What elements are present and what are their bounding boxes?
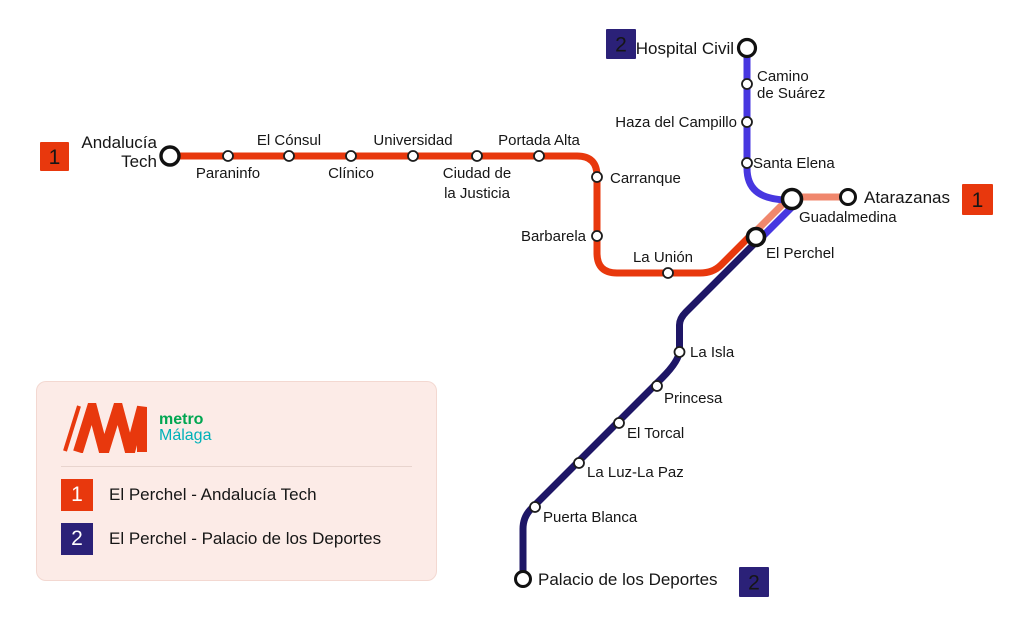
station-label-palacio-de-los-deportes: Palacio de los Deportes bbox=[538, 570, 718, 589]
station-label-haza-del-campillo: Haza del Campillo bbox=[615, 114, 737, 131]
station-label-guadalmedina: Guadalmedina bbox=[799, 209, 897, 226]
station-label-el-perchel: El Perchel bbox=[766, 245, 834, 262]
station-circle-carranque bbox=[591, 171, 603, 183]
station-circle-atarazanas bbox=[839, 188, 857, 206]
route-line1-main bbox=[170, 152, 756, 277]
station-label-carranque: Carranque bbox=[610, 170, 681, 187]
line2-badge: 2 bbox=[61, 523, 93, 555]
legend-panel: metro Málaga 1 El Perchel - Andalucía Te… bbox=[36, 381, 437, 581]
station-circle-paraninfo bbox=[222, 150, 234, 162]
line-1-badge-andalucia-tech-end: 1 bbox=[40, 142, 69, 171]
station-label-paraninfo: Paraninfo bbox=[196, 165, 260, 182]
route-line2-main bbox=[519, 237, 761, 579]
station-label-la-isla: La Isla bbox=[690, 344, 735, 361]
line1-badge: 1 bbox=[61, 479, 93, 511]
station-label-el-consul: El Cónsul bbox=[257, 132, 321, 149]
station-circle-haza-del-campillo bbox=[741, 116, 753, 128]
station-label-la-luz-la-paz: La Luz-La Paz bbox=[587, 464, 684, 481]
station-label-universidad: Universidad bbox=[373, 132, 452, 149]
station-label-clinico: Clínico bbox=[328, 165, 374, 182]
line1-description: El Perchel - Andalucía Tech bbox=[109, 485, 317, 504]
station-circle-princesa bbox=[651, 380, 663, 392]
metro-malaga-logo-icon bbox=[63, 403, 147, 453]
station-label-atarazanas: Atarazanas bbox=[864, 188, 950, 207]
station-circle-palacio-de-los-deportes bbox=[514, 570, 532, 588]
station-circle-portada-alta bbox=[533, 150, 545, 162]
svg-text:1: 1 bbox=[49, 146, 61, 169]
logo-word-malaga: Málaga bbox=[159, 427, 212, 444]
station-label-la-union: La Unión bbox=[633, 249, 693, 266]
logo-word-metro: metro bbox=[159, 411, 204, 428]
station-label-princesa: Princesa bbox=[664, 390, 723, 407]
station-circle-universidad bbox=[407, 150, 419, 162]
svg-text:2: 2 bbox=[748, 572, 760, 595]
station-label-barbarela: Barbarela bbox=[521, 228, 587, 245]
line2-description: El Perchel - Palacio de los Deportes bbox=[109, 529, 382, 548]
station-circle-la-isla bbox=[673, 346, 686, 358]
legend-item-line2: 2 El Perchel - Palacio de los Deportes bbox=[61, 523, 412, 555]
station-circle-hospital-civil bbox=[736, 37, 758, 59]
line-2-badge-palacio-end: 2 bbox=[739, 567, 769, 597]
legend-item-line1: 1 El Perchel - Andalucía Tech bbox=[61, 479, 412, 511]
station-circle-camino-de-suarez bbox=[741, 78, 753, 90]
svg-text:1: 1 bbox=[972, 189, 984, 212]
station-circle-andalucia-tech bbox=[159, 145, 181, 167]
station-circle-la-union bbox=[662, 267, 674, 279]
station-circle-el-torcal bbox=[613, 417, 625, 429]
station-label-santa-elena: Santa Elena bbox=[753, 155, 835, 172]
station-circle-puerta-blanca bbox=[529, 501, 541, 513]
station-circle-el-perchel bbox=[745, 226, 767, 248]
svg-text:2: 2 bbox=[615, 34, 627, 57]
station-circle-la-luz-la-paz bbox=[573, 457, 585, 469]
station-label-el-torcal: El Torcal bbox=[627, 425, 684, 442]
legend-divider bbox=[61, 466, 412, 467]
logo-wordmark: metro Málaga bbox=[159, 412, 211, 444]
station-circle-ciudad-de-la-justicia bbox=[471, 150, 483, 162]
station-label-portada-alta: Portada Alta bbox=[498, 132, 580, 149]
line-1-badge-atarazanas-end: 1 bbox=[962, 184, 993, 215]
legend-header: metro Málaga bbox=[61, 403, 412, 453]
station-label-puerta-blanca: Puerta Blanca bbox=[543, 509, 638, 526]
station-circle-barbarela bbox=[591, 230, 603, 242]
line-2-badge-hospital-civil-end: 2 bbox=[606, 29, 636, 59]
station-circle-clinico bbox=[345, 150, 357, 162]
station-circle-guadalmedina bbox=[780, 187, 804, 211]
station-circle-el-consul bbox=[283, 150, 295, 162]
station-circle-santa-elena bbox=[741, 157, 753, 169]
station-label-hospital-civil: Hospital Civil bbox=[636, 39, 734, 58]
